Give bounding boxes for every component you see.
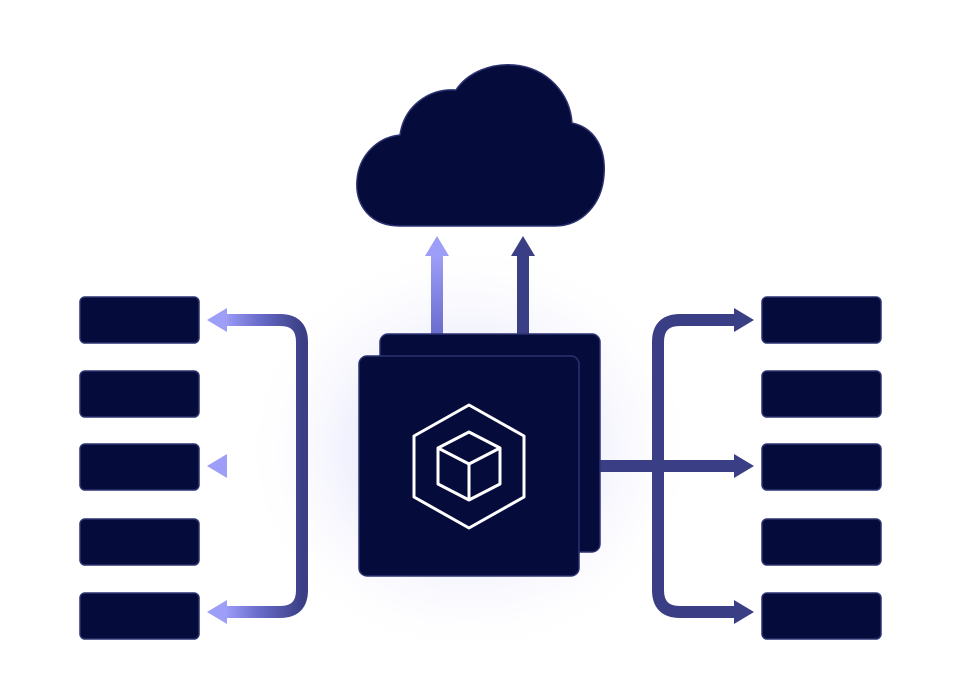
cloud-arrow-dark xyxy=(511,236,535,335)
right-arrowhead-3 xyxy=(734,600,754,624)
hexagon-cube-icon xyxy=(412,403,526,530)
left-connector-lines xyxy=(225,314,365,618)
left-box-1 xyxy=(79,296,200,344)
left-arrowhead-3 xyxy=(207,600,227,624)
right-box-5 xyxy=(761,592,882,640)
right-connector-lines xyxy=(590,314,736,618)
right-arrowhead-2 xyxy=(734,454,754,478)
left-box-2 xyxy=(79,370,200,418)
right-arrowhead-1 xyxy=(734,308,754,332)
right-box-2 xyxy=(761,370,882,418)
right-boxes xyxy=(761,296,882,640)
left-box-3 xyxy=(79,443,200,491)
cloud-icon xyxy=(356,63,605,227)
left-arrowhead-1 xyxy=(207,308,227,332)
right-box-1 xyxy=(761,296,882,344)
left-arrowhead-2 xyxy=(207,454,227,478)
right-box-4 xyxy=(761,518,882,566)
left-box-4 xyxy=(79,518,200,566)
left-boxes xyxy=(79,296,200,640)
left-box-5 xyxy=(79,592,200,640)
right-box-3 xyxy=(761,443,882,491)
